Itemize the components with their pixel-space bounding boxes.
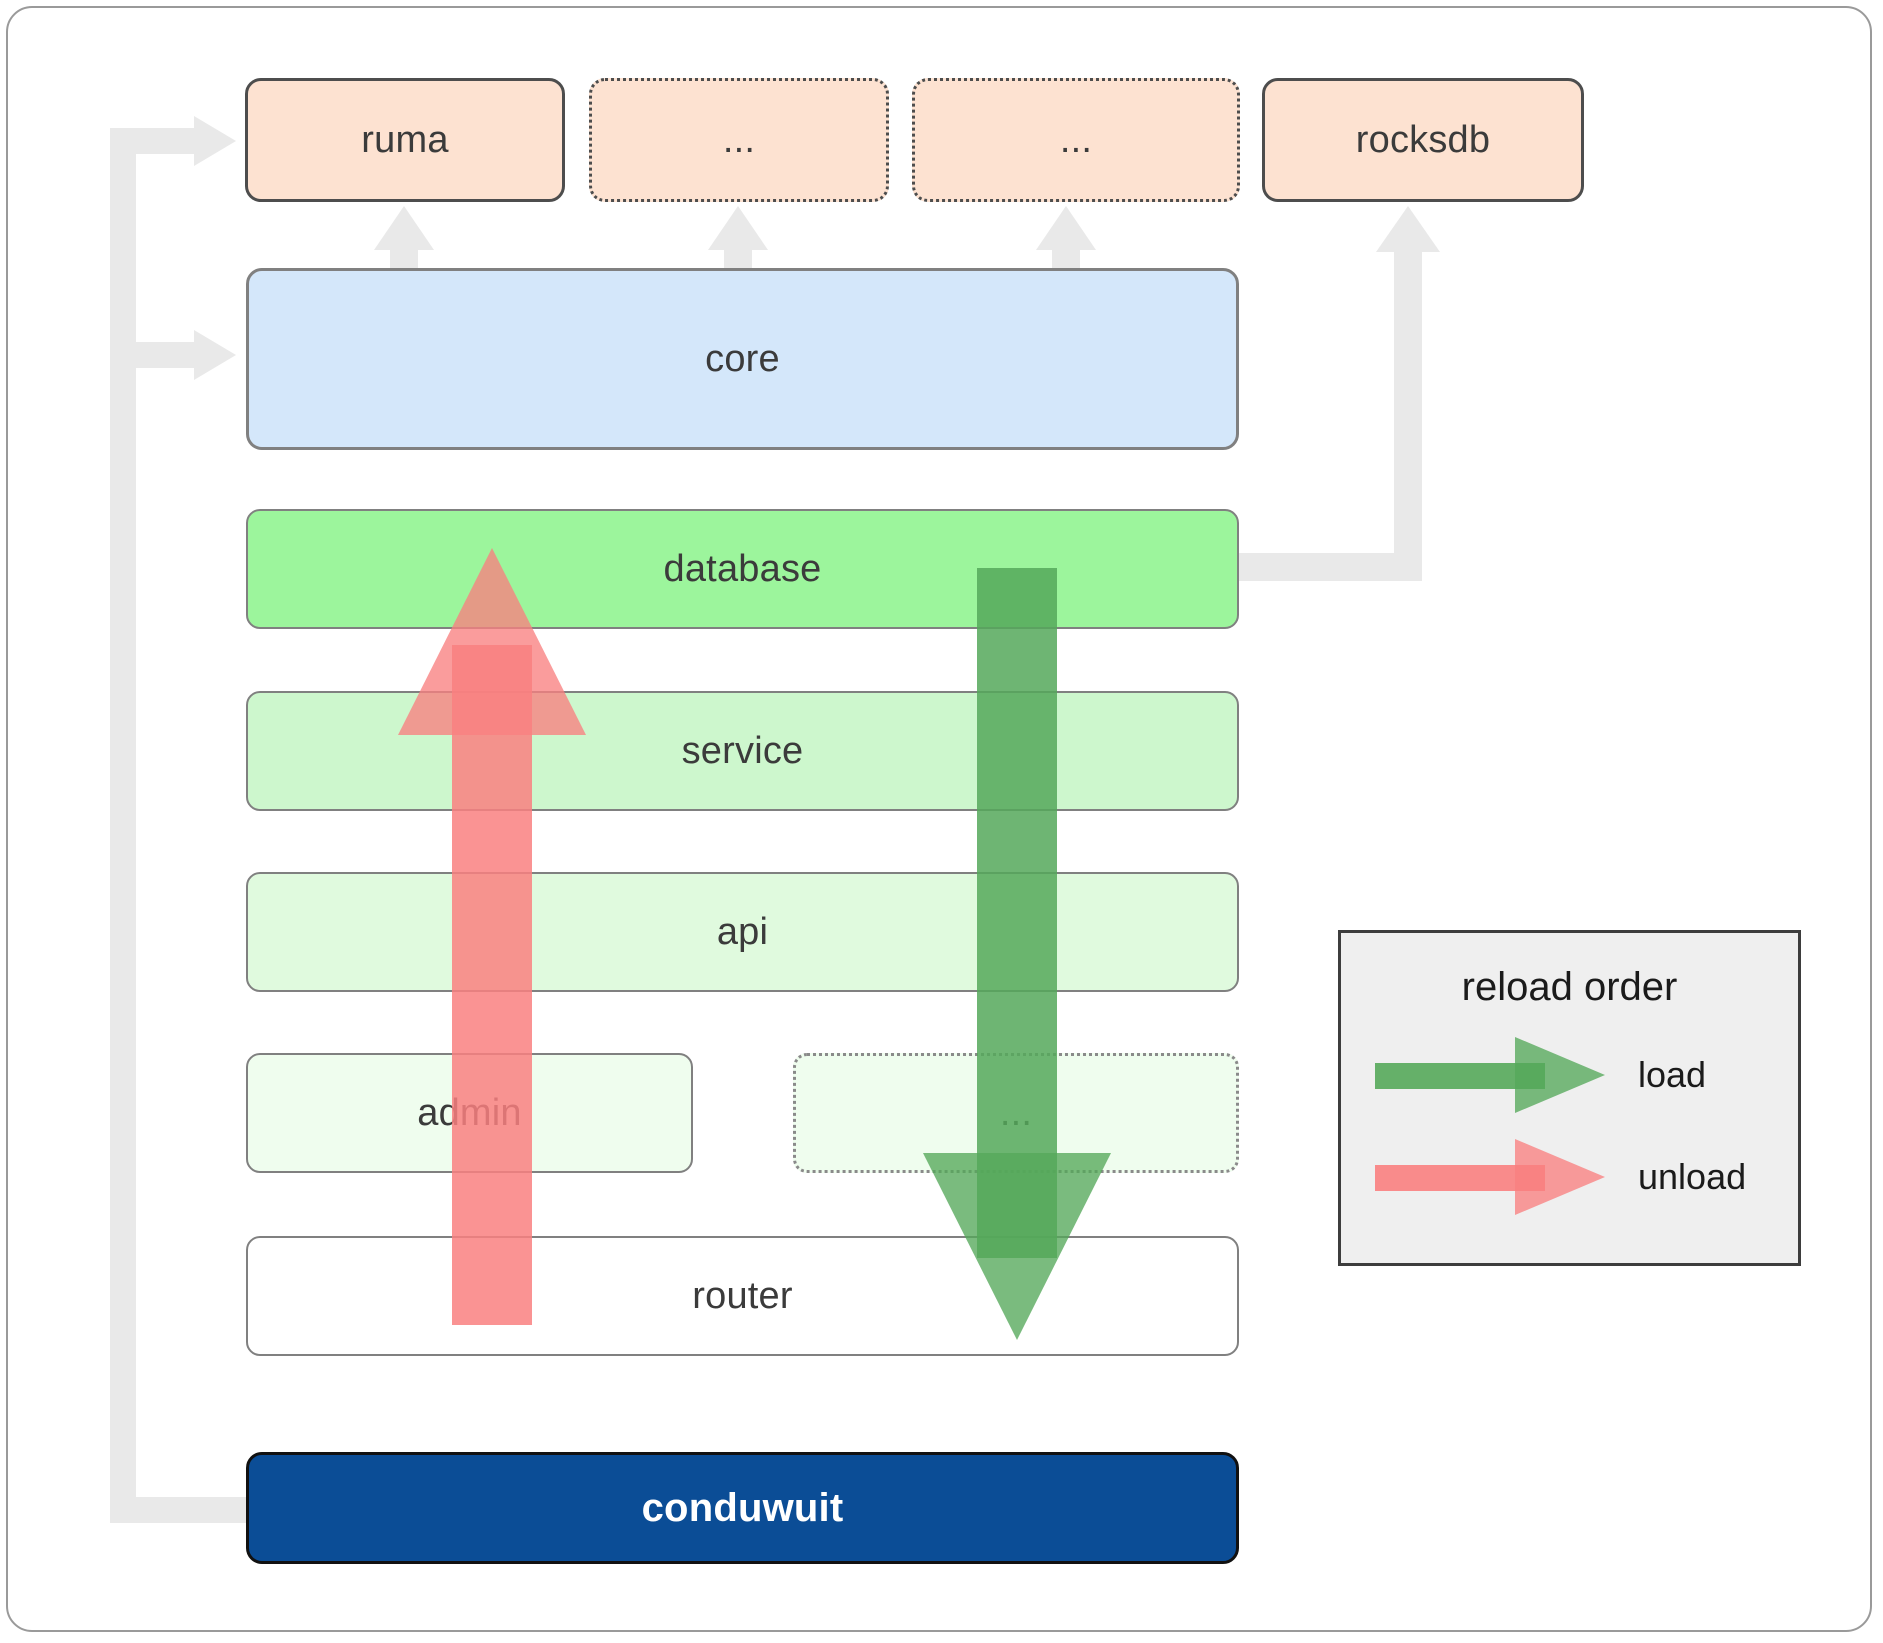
layer-box-api[interactable]: api xyxy=(246,872,1239,992)
crate-label: ruma xyxy=(361,118,449,161)
layer-box-router[interactable]: router xyxy=(246,1236,1239,1356)
crate-box-ruma[interactable]: ruma xyxy=(245,78,565,202)
layer-box-service[interactable]: service xyxy=(246,691,1239,811)
layer-box-placeholder[interactable]: ... xyxy=(793,1053,1239,1173)
layer-box-admin[interactable]: admin xyxy=(246,1053,693,1173)
legend-panel: reload order xyxy=(1338,930,1801,1266)
crate-label: ... xyxy=(722,118,756,161)
legend-label-unload: unload xyxy=(1638,1156,1747,1197)
layer-box-database[interactable]: database xyxy=(246,509,1239,629)
crate-label: rocksdb xyxy=(1355,118,1491,161)
binary-box-conduwuit[interactable]: conduwuit xyxy=(246,1452,1239,1564)
crate-label: ... xyxy=(1059,118,1093,161)
legend-label-load: load xyxy=(1638,1054,1707,1095)
layer-label: service xyxy=(681,729,804,772)
crate-box-placeholder-1[interactable]: ... xyxy=(589,78,889,202)
core-label: core xyxy=(705,337,780,380)
diagram-frame xyxy=(6,6,1872,1632)
legend-title: reload order xyxy=(1461,965,1678,1009)
layer-label: router xyxy=(692,1274,793,1317)
crate-box-rocksdb[interactable]: rocksdb xyxy=(1262,78,1584,202)
layer-label: ... xyxy=(999,1091,1033,1134)
layer-label: admin xyxy=(417,1091,522,1134)
layer-label: database xyxy=(663,547,822,590)
layer-label: api xyxy=(716,910,769,953)
core-box[interactable]: core xyxy=(246,268,1239,450)
crate-box-placeholder-2[interactable]: ... xyxy=(912,78,1240,202)
binary-label: conduwuit xyxy=(641,1485,844,1530)
